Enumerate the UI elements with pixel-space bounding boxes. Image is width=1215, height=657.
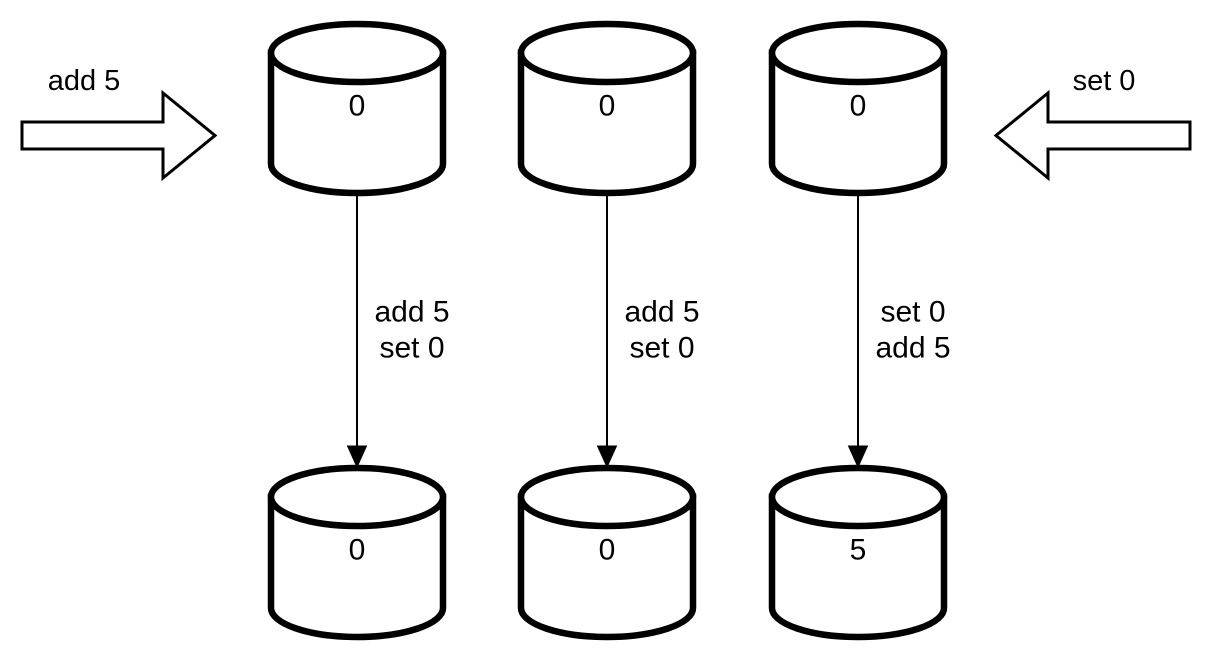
- operation-label-line2: set 0: [629, 332, 694, 365]
- database-cylinder-top-3: 0: [768, 20, 948, 197]
- cylinder-body: [517, 49, 697, 197]
- operation-label-line1: add 5: [624, 296, 699, 329]
- left-input-group: add 5: [20, 65, 218, 182]
- final-value: 0: [599, 534, 616, 567]
- operation-label-line2: set 0: [379, 332, 444, 365]
- database-cylinder-bottom-1: 0: [267, 464, 447, 641]
- cylinder-top: [768, 20, 948, 86]
- right-input-group: set 0: [993, 65, 1192, 182]
- operation-label-line1: add 5: [374, 296, 449, 329]
- replica-column-3: 0 set 0 add 5 5: [768, 20, 951, 641]
- operation-label-line1: set 0: [880, 296, 945, 329]
- final-value: 0: [349, 534, 366, 567]
- right-pointing-block-arrow-icon: [20, 89, 218, 182]
- left-input-label: add 5: [48, 65, 121, 97]
- arrowhead-icon: [346, 445, 368, 469]
- database-cylinder-bottom-3: 5: [768, 464, 948, 641]
- cylinder-body: [768, 493, 948, 641]
- cylinder-body: [517, 493, 697, 641]
- cylinder-top: [267, 464, 447, 530]
- database-cylinder-top-1: 0: [267, 20, 447, 197]
- database-cylinder-bottom-2: 0: [517, 464, 697, 641]
- initial-value: 0: [850, 90, 867, 123]
- database-cylinder-top-2: 0: [517, 20, 697, 197]
- left-pointing-block-arrow-icon: [993, 89, 1192, 182]
- cylinder-body: [267, 49, 447, 197]
- final-value: 5: [850, 534, 867, 567]
- cylinder-body: [768, 49, 948, 197]
- cylinder-top: [517, 20, 697, 86]
- cylinder-top: [517, 464, 697, 530]
- operation-label-line2: add 5: [875, 332, 950, 365]
- initial-value: 0: [349, 90, 366, 123]
- right-input-label: set 0: [1073, 65, 1136, 97]
- cylinder-top: [768, 464, 948, 530]
- replica-column-2: 0 add 5 set 0 0: [517, 20, 700, 641]
- initial-value: 0: [599, 90, 616, 123]
- arrowhead-icon: [847, 445, 869, 469]
- arrowhead-icon: [596, 445, 618, 469]
- cylinder-top: [267, 20, 447, 86]
- replica-column-1: 0 add 5 set 0 0: [267, 20, 450, 641]
- cylinder-body: [267, 493, 447, 641]
